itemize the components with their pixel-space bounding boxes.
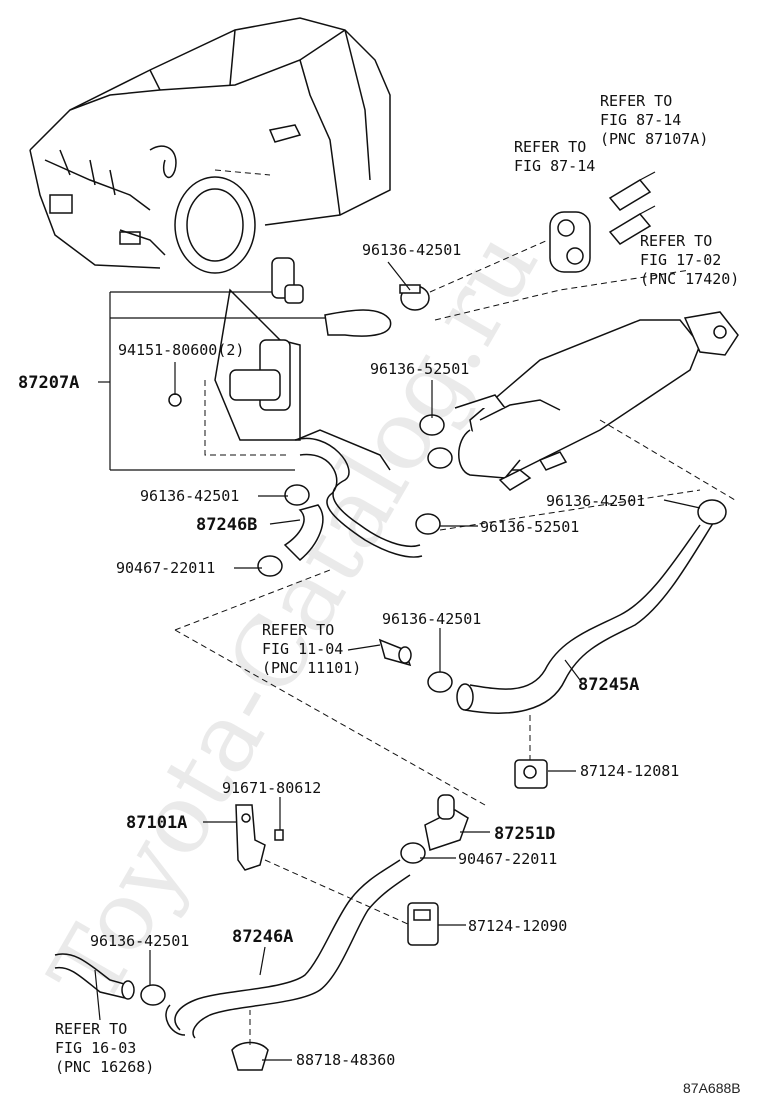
refer-line-3: (PNC 87107A) <box>600 130 708 148</box>
part-label-96136-52501-mid: 96136-52501 <box>480 518 579 536</box>
part-label-96136-42501-right: 96136-42501 <box>546 492 645 510</box>
leader-lines <box>94 261 701 1061</box>
refer-line-1: REFER TO <box>640 232 712 250</box>
refer-line-2: FIG 87-14 <box>514 157 595 175</box>
part-label-87101a: 87101A <box>126 813 187 833</box>
clamp-96136-42501-mid <box>427 671 453 693</box>
hose-87246b-short <box>283 504 324 562</box>
clamp-96136-42501-top <box>399 284 430 311</box>
fuel-heater-muffler <box>427 311 739 491</box>
clamp-96136-52501-mid <box>415 513 441 535</box>
part-label-87246b: 87246B <box>196 515 257 535</box>
part-label-87251d: 87251D <box>494 824 555 844</box>
refer-16268-pipe <box>54 953 135 1000</box>
part-label-96136-42501-bottom: 96136-42501 <box>90 932 189 950</box>
hose-87246b <box>294 429 423 558</box>
refer-label-87107a: REFER TO FIG 87-14 (PNC 87107A) <box>600 92 708 148</box>
tee-87251d <box>424 794 469 851</box>
refer-line-2: FIG 17-02 <box>640 251 721 269</box>
part-label-96136-42501-left: 96136-42501 <box>140 487 239 505</box>
refer-line-2: FIG 11-04 <box>262 640 343 658</box>
part-label-87207a: 87207A <box>18 373 79 393</box>
refer-line-2: FIG 87-14 <box>600 111 681 129</box>
refer-label-87-14: REFER TO FIG 87-14 <box>514 138 595 175</box>
refer-line-1: REFER TO <box>262 621 334 639</box>
clamp-88718-48360 <box>231 1041 269 1071</box>
part-label-87246a: 87246A <box>232 927 293 947</box>
refer-87107a-hoses <box>608 171 656 245</box>
car-illustration <box>29 17 391 274</box>
part-label-94151-80600: 94151-80600(2) <box>118 341 244 359</box>
water-valve-assembly <box>168 257 392 456</box>
clamp-90467-22011-left <box>257 555 283 577</box>
part-label-90467-22011-right: 90467-22011 <box>458 850 557 868</box>
refer-11101-pipe <box>378 638 412 667</box>
bracket-87101a <box>235 804 284 871</box>
part-label-91671-80612: 91671-80612 <box>222 779 321 797</box>
refer-label-17420: REFER TO FIG 17-02 (PNC 17420) <box>640 232 739 288</box>
part-label-96136-42501-mid: 96136-42501 <box>382 610 481 628</box>
refer-line-3: (PNC 16268) <box>55 1058 154 1076</box>
clamp-96136-42501-left <box>284 484 310 506</box>
clamp-96136-42501-right <box>697 499 727 525</box>
part-label-87124-12081: 87124-12081 <box>580 762 679 780</box>
refer-line-3: (PNC 11101) <box>262 659 361 677</box>
drawing-code: 87A688B <box>683 1080 741 1096</box>
guide-lines <box>174 239 736 1045</box>
refer-line-3: (PNC 17420) <box>640 270 739 288</box>
part-label-96136-52501-top: 96136-52501 <box>370 360 469 378</box>
refer-label-11101: REFER TO FIG 11-04 (PNC 11101) <box>262 621 361 677</box>
part-label-87124-12090: 87124-12090 <box>468 917 567 935</box>
part-label-96136-42501-top: 96136-42501 <box>362 241 461 259</box>
clamp-96136-42501-bottom <box>140 984 166 1006</box>
grommet <box>549 211 591 273</box>
part-label-88718-48360: 88718-48360 <box>296 1051 395 1069</box>
hose-87245a <box>456 519 716 714</box>
refer-label-16268: REFER TO FIG 16-03 (PNC 16268) <box>55 1020 154 1076</box>
refer-line-2: FIG 16-03 <box>55 1039 136 1057</box>
hose-87246a <box>165 859 411 1039</box>
refer-line-1: REFER TO <box>514 138 586 156</box>
clamp-90467-22011-right <box>400 842 426 864</box>
refer-line-1: REFER TO <box>600 92 672 110</box>
clamp-87124-12090 <box>407 902 439 946</box>
refer-line-1: REFER TO <box>55 1020 127 1038</box>
part-label-90467-22011-left: 90467-22011 <box>116 559 215 577</box>
clamp-87124-12081 <box>514 759 548 789</box>
part-label-87245a: 87245A <box>578 675 639 695</box>
